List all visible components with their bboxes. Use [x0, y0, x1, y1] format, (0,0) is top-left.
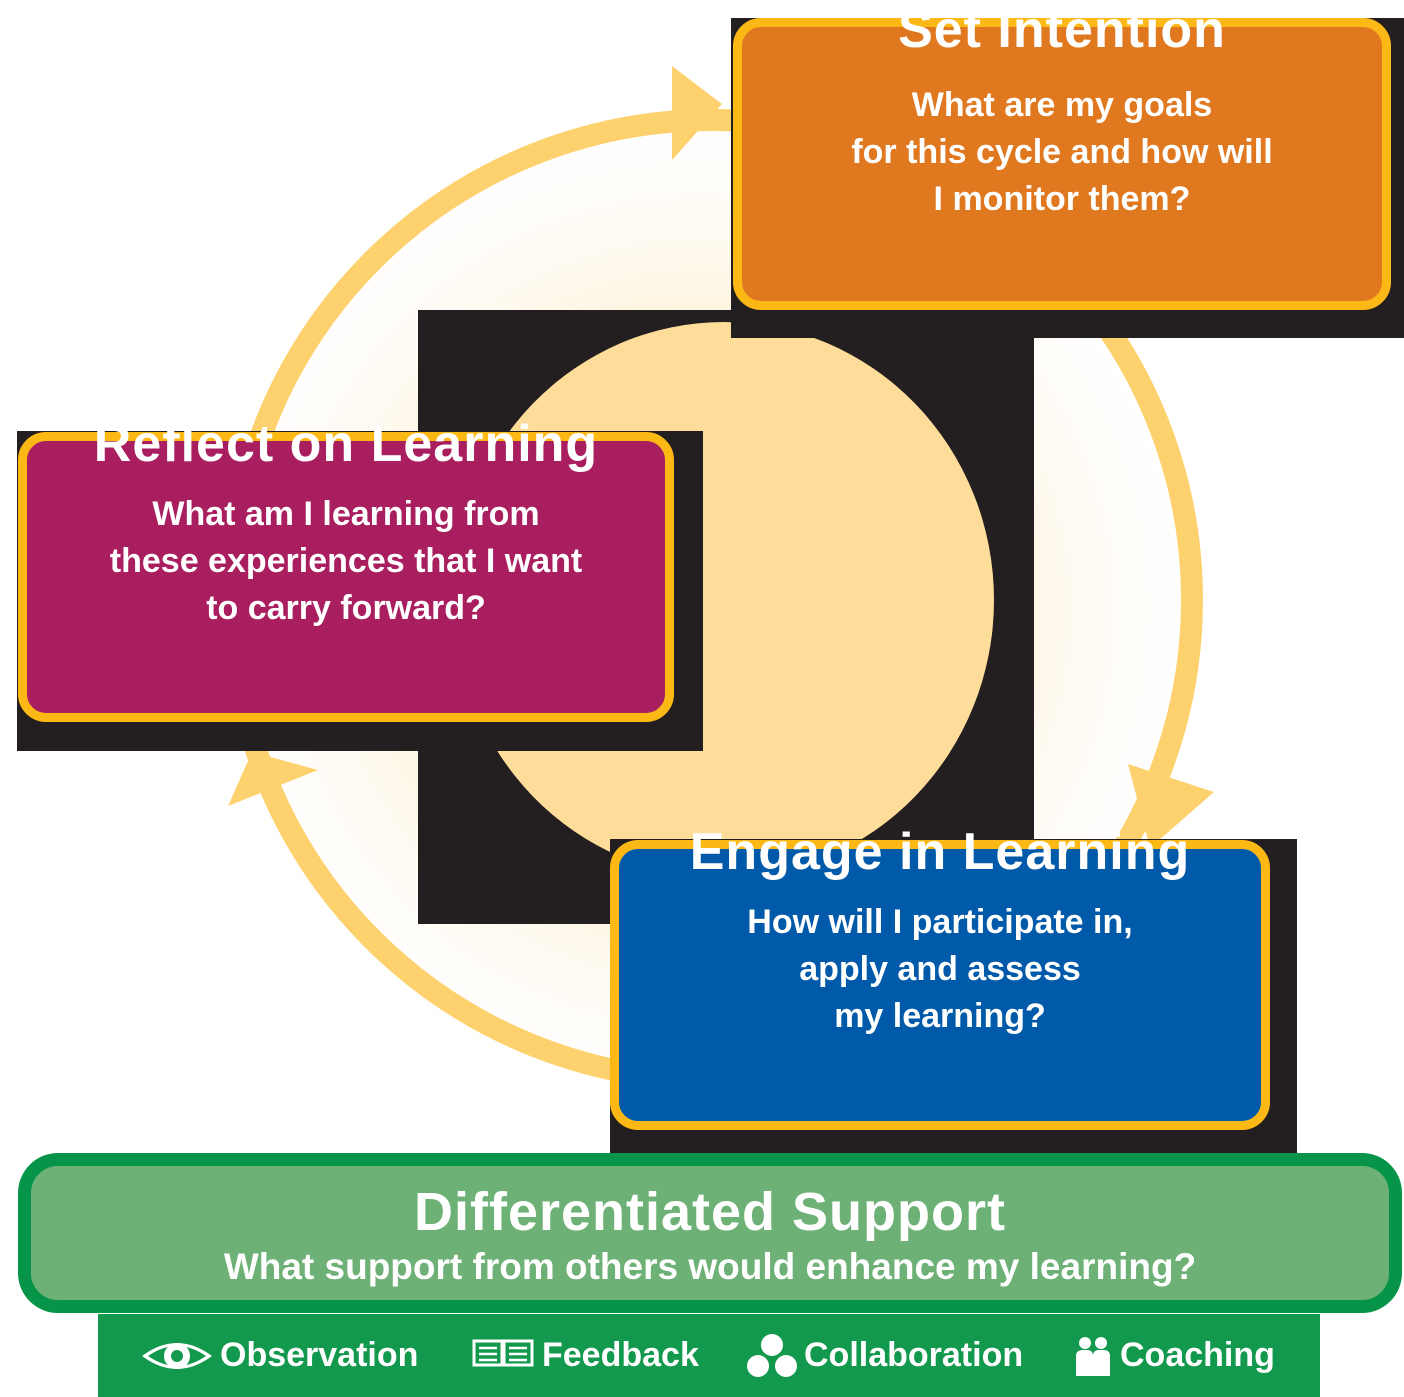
- set-intention-question: What are my goals for this cycle and how…: [851, 86, 1273, 218]
- support-type-feedback: Feedback: [472, 1314, 699, 1397]
- support-title: Differentiated Support: [413, 1182, 1006, 1242]
- support-type-collaboration: Collaboration: [746, 1314, 1023, 1397]
- set-intention-title: Set Intention: [898, 1, 1226, 59]
- support-type-label: Feedback: [542, 1336, 699, 1374]
- support-type-label: Observation: [220, 1336, 419, 1374]
- feedback-forms-icon: [472, 1339, 534, 1366]
- arrow-to-set-intention-icon: [672, 66, 722, 160]
- differentiated-support-panel: Differentiated Support What support from…: [18, 1153, 1402, 1313]
- support-type-label: Coaching: [1120, 1336, 1275, 1374]
- support-type-label: Collaboration: [804, 1336, 1024, 1374]
- support-type-observation: Observation: [140, 1314, 418, 1397]
- engage-title: Engage in Learning: [689, 823, 1191, 881]
- collaboration-dots-icon: [747, 1333, 797, 1377]
- reflect-card: Reflect on Learning What am I learning f…: [18, 415, 674, 722]
- arrow-to-engage-icon: [1128, 764, 1214, 848]
- support-type-coaching: Coaching: [1074, 1314, 1275, 1397]
- support-types-bar: Observation Feedback Collaboration: [98, 1314, 1320, 1397]
- engage-question: How will I participate in, apply and ass…: [747, 903, 1133, 1035]
- coaching-people-icon: [1076, 1336, 1110, 1376]
- engage-card: Engage in Learning How will I participat…: [610, 823, 1270, 1130]
- arrow-to-reflect-icon: [228, 752, 318, 806]
- set-intention-card: Set Intention What are my goals for this…: [733, 1, 1391, 310]
- support-question: What support from others would enhance m…: [223, 1246, 1197, 1287]
- eye-icon: [142, 1342, 212, 1369]
- reflect-title: Reflect on Learning: [93, 415, 599, 473]
- reflect-question: What am I learning from these experience…: [109, 495, 583, 627]
